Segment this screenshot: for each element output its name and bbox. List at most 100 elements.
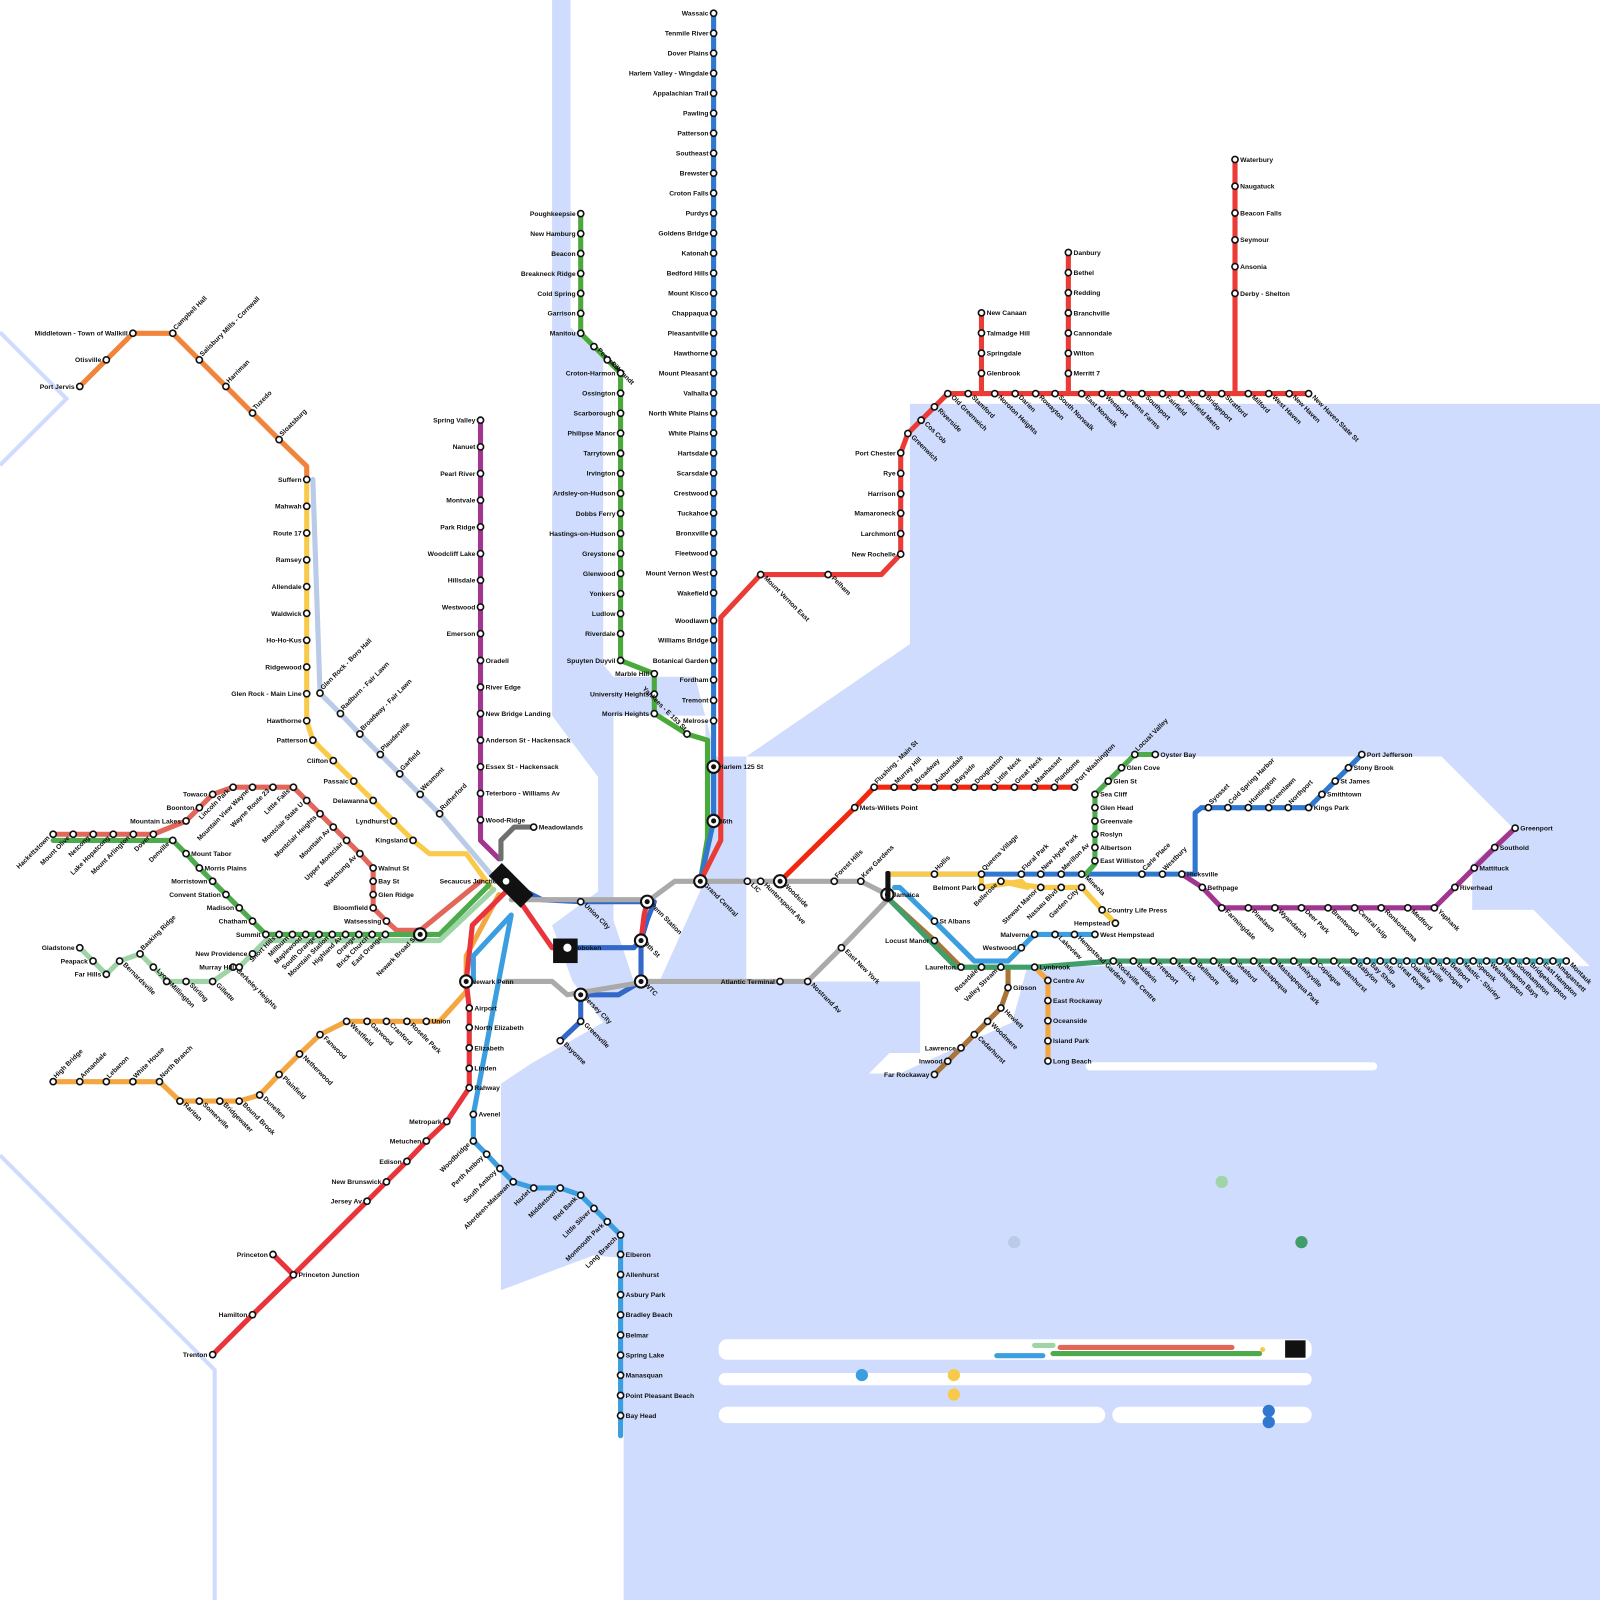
station-riverdale[interactable]: Riverdale xyxy=(585,629,625,638)
station-metropark[interactable]: Metropark xyxy=(409,1117,451,1126)
station-valhalla[interactable]: Valhalla xyxy=(683,389,718,397)
station-spring-valley[interactable]: Spring Valley xyxy=(433,416,485,425)
station-poughkeepsie[interactable]: Poughkeepsie xyxy=(530,209,585,218)
station-laurelton[interactable]: Laurelton xyxy=(925,963,965,972)
station-harriman[interactable]: Harriman xyxy=(222,359,251,391)
station-woodlawn[interactable]: Woodlawn xyxy=(675,616,718,625)
station-smithtown[interactable]: Smithtown xyxy=(1318,790,1362,799)
station-port-jefferson[interactable]: Port Jefferson xyxy=(1357,750,1413,759)
station-netherwood[interactable]: Netherwood xyxy=(295,1050,334,1087)
station-springdale[interactable]: Springdale xyxy=(977,349,1022,357)
station-nanuet[interactable]: Nanuet xyxy=(453,442,485,451)
station-pearl-river[interactable]: Pearl River xyxy=(440,469,485,478)
station-goldens-bridge[interactable]: Goldens Bridge xyxy=(658,229,718,238)
station-watsessing[interactable]: Watsessing xyxy=(344,917,391,926)
station-allendale[interactable]: Allendale xyxy=(272,582,311,591)
station-garrison[interactable]: Garrison xyxy=(548,309,585,318)
station-plauderville[interactable]: Plauderville xyxy=(376,721,412,759)
station-east-williston[interactable]: East Williston xyxy=(1091,856,1144,865)
station-gibson[interactable]: Gibson xyxy=(1004,983,1036,992)
station-harrison[interactable]: Harrison xyxy=(868,489,905,498)
station-oyster-bay[interactable]: Oyster Bay xyxy=(1151,750,1196,759)
station-hillsdale[interactable]: Hillsdale xyxy=(448,576,485,585)
station-port-jervis[interactable]: Port Jervis xyxy=(40,382,84,391)
station-kingsland[interactable]: Kingsland xyxy=(375,836,417,845)
station-oradell[interactable]: Oradell xyxy=(476,656,509,665)
station-lynbrook[interactable]: Lynbrook xyxy=(1030,963,1071,972)
station-glen-rock-main-line[interactable]: Glen Rock - Main Line xyxy=(231,689,311,698)
station-derby-shelton[interactable]: Derby - Shelton xyxy=(1231,289,1290,298)
station-waterbury[interactable]: Waterbury xyxy=(1231,155,1273,164)
station-east-rockaway[interactable]: East Rockaway xyxy=(1044,996,1102,1005)
station-teterboro-williams-av[interactable]: Teterboro - Williams Av xyxy=(476,789,560,798)
station-north-white-plains[interactable]: North White Plains xyxy=(649,409,718,417)
station-port-chester[interactable]: Port Chester xyxy=(855,449,905,457)
station-kings-park[interactable]: Kings Park xyxy=(1304,803,1350,812)
station-ludlow[interactable]: Ludlow xyxy=(592,609,625,618)
station-middletown-town-of-wallkill[interactable]: Middletown - Town of Wallkill xyxy=(35,329,137,338)
station-melrose[interactable]: Melrose xyxy=(683,716,718,725)
station-lawrence[interactable]: Lawrence xyxy=(925,1044,965,1052)
station-new-canaan[interactable]: New Canaan xyxy=(977,308,1027,317)
station-bethel[interactable]: Bethel xyxy=(1064,268,1094,277)
station-dover-plains[interactable]: Dover Plains xyxy=(668,49,718,58)
station-union[interactable]: Union xyxy=(422,1017,451,1026)
station-bay-head[interactable]: Bay Head xyxy=(616,1411,657,1420)
station-wilton[interactable]: Wilton xyxy=(1064,349,1094,358)
station-ansonia[interactable]: Ansonia xyxy=(1231,262,1267,271)
station-linden[interactable]: Linden xyxy=(465,1064,496,1073)
station-morris-heights[interactable]: Morris Heights xyxy=(602,709,659,718)
station-glenwood[interactable]: Glenwood xyxy=(583,569,625,578)
station-asbury-park[interactable]: Asbury Park xyxy=(616,1290,666,1299)
station-hartsdale[interactable]: Hartsdale xyxy=(678,449,718,457)
station-irvington[interactable]: Irvington xyxy=(587,469,625,478)
station-montvale[interactable]: Montvale xyxy=(446,496,485,505)
station-hicksville[interactable]: Hicksville xyxy=(1177,870,1219,878)
station-beacon[interactable]: Beacon xyxy=(551,249,585,258)
station-clifton[interactable]: Clifton xyxy=(307,756,338,765)
station-mahwah[interactable]: Mahwah xyxy=(275,502,311,511)
station-suffern[interactable]: Suffern xyxy=(278,475,311,484)
station-hempstead[interactable]: Hempstead xyxy=(1074,919,1120,928)
station-lyndhurst[interactable]: Lyndhurst xyxy=(356,817,398,825)
station-danbury[interactable]: Danbury xyxy=(1064,248,1101,257)
station-westwood[interactable]: Westwood xyxy=(442,603,485,611)
station-park-ridge[interactable]: Park Ridge xyxy=(440,523,485,531)
station-glen-head[interactable]: Glen Head xyxy=(1091,803,1133,812)
station-greenvale[interactable]: Greenvale xyxy=(1091,817,1133,825)
station-patterson[interactable]: Patterson xyxy=(277,736,317,745)
station-larchmont[interactable]: Larchmont xyxy=(861,529,905,538)
station-airport[interactable]: Airport xyxy=(465,1004,498,1012)
station-ardsley-on-hudson[interactable]: Ardsley-on-Hudson xyxy=(553,489,625,498)
station-peapack[interactable]: Peapack xyxy=(61,957,97,965)
station-brewster[interactable]: Brewster xyxy=(680,169,718,178)
station-fordham[interactable]: Fordham xyxy=(680,675,718,684)
station-salisbury-mills-cornwall[interactable]: Salisbury Mills - Cornwall xyxy=(195,295,262,364)
station-towaco[interactable]: Towaco xyxy=(183,790,217,799)
station-st-albans[interactable]: St Albans xyxy=(930,917,971,926)
station-bloomfield[interactable]: Bloomfield xyxy=(333,903,378,912)
station-island-park[interactable]: Island Park xyxy=(1044,1036,1089,1045)
station-glenbrook[interactable]: Glenbrook xyxy=(977,369,1021,378)
station-berkeley-heights[interactable]: Berkeley Heights xyxy=(229,963,279,1011)
station-new-bridge-landing[interactable]: New Bridge Landing xyxy=(476,709,551,718)
station-montclair-heights[interactable]: Montclair Heights xyxy=(273,809,324,860)
station-mountain-lakes[interactable]: Mountain Lakes xyxy=(130,817,190,825)
station-princeton-junction[interactable]: Princeton Junction xyxy=(289,1271,360,1279)
station-branchville[interactable]: Branchville xyxy=(1064,309,1110,317)
station-new-brunswick[interactable]: New Brunswick xyxy=(332,1177,391,1186)
station-glen-st[interactable]: Glen St xyxy=(1104,777,1138,785)
station-lyons[interactable]: Lyons xyxy=(149,963,174,987)
station-tarrytown[interactable]: Tarrytown xyxy=(583,449,625,458)
station-bay-st[interactable]: Bay St xyxy=(369,877,400,886)
station-west-hempstead[interactable]: West Hempstead xyxy=(1091,930,1154,939)
station-mets-willets-point[interactable]: Mets-Willets Point xyxy=(850,803,919,812)
station-otisville[interactable]: Otisville xyxy=(75,355,111,364)
station-roslyn[interactable]: Roslyn xyxy=(1091,830,1123,839)
station-ossington[interactable]: Ossington xyxy=(582,389,625,398)
station-wood-ridge[interactable]: Wood-Ridge xyxy=(476,816,525,824)
station-new-rochelle[interactable]: New Rochelle xyxy=(852,550,905,558)
station-bronxville[interactable]: Bronxville xyxy=(676,529,718,537)
station-murray-hill[interactable]: Murray Hill xyxy=(199,963,244,972)
station-walnut-st[interactable]: Walnut St xyxy=(369,864,410,872)
